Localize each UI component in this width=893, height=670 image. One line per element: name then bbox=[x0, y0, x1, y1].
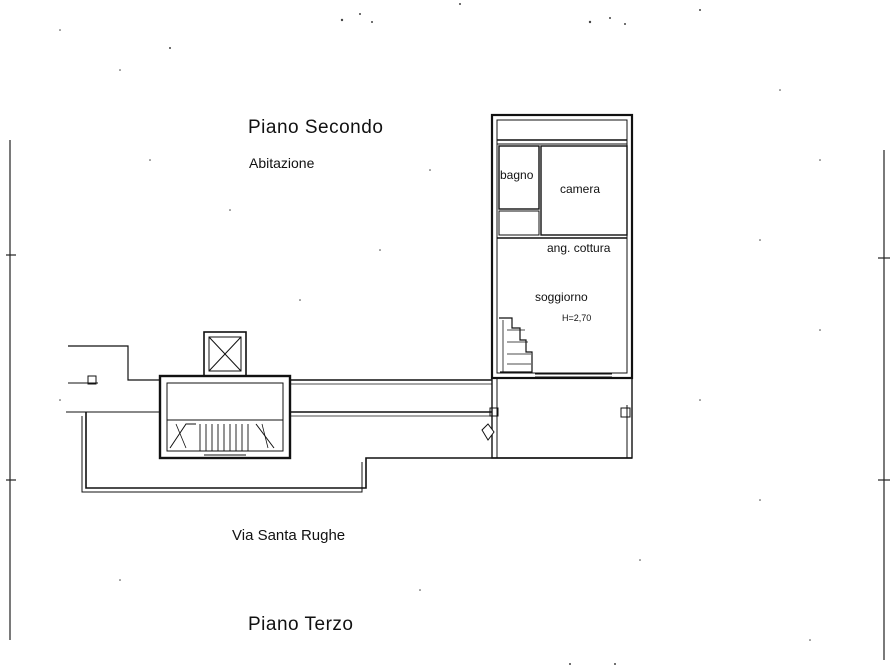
building-outline bbox=[66, 345, 632, 493]
street-label: Via Santa Rughe bbox=[232, 527, 346, 544]
floor-title-third: Piano Terzo bbox=[248, 614, 354, 635]
page-border-marks bbox=[6, 140, 890, 660]
apartment-plan bbox=[481, 113, 634, 459]
room-label-bedroom: camera bbox=[560, 182, 601, 196]
scan-noise bbox=[59, 3, 821, 665]
stair-block bbox=[158, 331, 292, 460]
floor-title-second: Piano Secondo bbox=[248, 117, 384, 138]
usage-label: Abitazione bbox=[249, 155, 315, 171]
ceiling-height-label: H=2,70 bbox=[562, 313, 592, 323]
room-label-bathroom: bagno bbox=[500, 168, 534, 182]
room-label-living: soggiorno bbox=[535, 290, 588, 304]
room-label-kitchen-corner: ang. cottura bbox=[547, 241, 611, 255]
